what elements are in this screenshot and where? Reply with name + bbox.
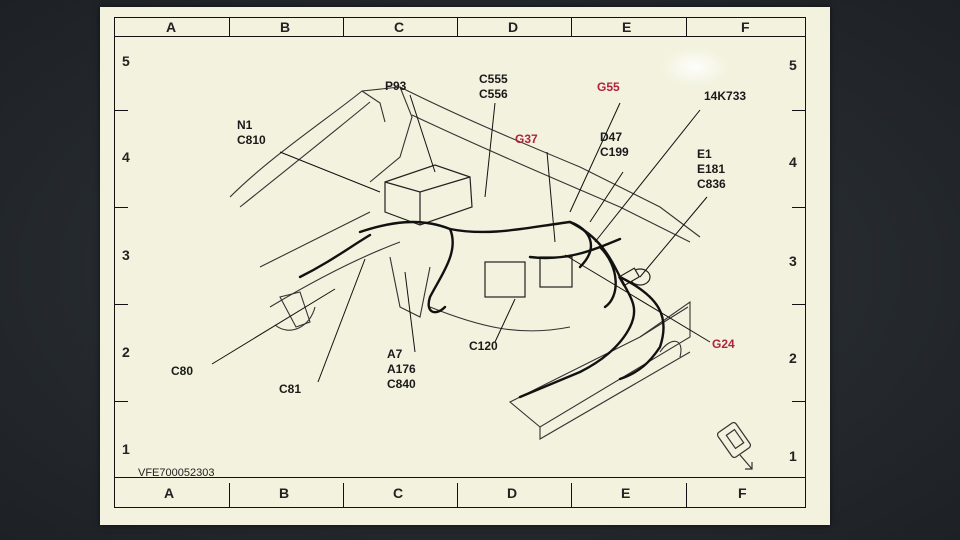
column-label-bottom: D xyxy=(507,485,518,501)
row-tick xyxy=(114,110,128,111)
callout-n1-c810: N1 C810 xyxy=(237,118,266,147)
column-label-bottom: B xyxy=(279,485,290,501)
callout-c81: C81 xyxy=(279,382,302,396)
component-shapes xyxy=(384,164,651,298)
column-label-top: F xyxy=(741,19,750,35)
column-label-top: C xyxy=(394,19,405,35)
frame-top-inner xyxy=(114,36,806,37)
row-tick xyxy=(792,304,806,305)
column-label-bottom: E xyxy=(621,485,631,501)
row-label-right: 1 xyxy=(789,448,797,464)
row-tick xyxy=(792,110,806,111)
document-id: VFE700052303 xyxy=(138,467,215,479)
column-label-top: B xyxy=(280,19,291,35)
row-label-right: 3 xyxy=(789,253,797,269)
frame-bottom-inner xyxy=(114,477,806,478)
row-label-left: 1 xyxy=(122,441,130,457)
frame-bottom xyxy=(114,507,806,508)
col-tick xyxy=(229,483,230,507)
column-label-top: A xyxy=(166,19,177,35)
row-tick xyxy=(114,401,128,402)
row-tick xyxy=(792,207,806,208)
row-tick xyxy=(792,401,806,402)
callout-e1-e181-c836: E1 E181 C836 xyxy=(697,147,726,191)
col-tick xyxy=(229,17,230,36)
fuse-box xyxy=(384,164,473,226)
row-label-right: 4 xyxy=(789,154,797,170)
col-tick xyxy=(686,17,687,36)
col-tick xyxy=(343,17,344,36)
column-label-bottom: C xyxy=(393,485,404,501)
col-tick xyxy=(571,483,572,507)
relay-block xyxy=(539,256,573,288)
callout-c555-c556: C555 C556 xyxy=(479,72,508,101)
col-tick xyxy=(343,483,344,507)
frame-left-inner xyxy=(114,17,115,508)
row-label-right: 2 xyxy=(789,350,797,366)
callout-14k733: 14K733 xyxy=(704,89,747,103)
row-tick xyxy=(114,304,128,305)
frame-right-inner xyxy=(805,17,806,508)
column-label-top: E xyxy=(622,19,632,35)
callout-p93: P93 xyxy=(385,79,407,93)
callout-c120: C120 xyxy=(469,339,498,353)
row-label-left: 4 xyxy=(122,149,130,165)
col-tick xyxy=(686,483,687,507)
callout-a7-a176-c840: A7 A176 C840 xyxy=(387,347,416,391)
col-tick xyxy=(457,17,458,36)
diagram-sheet: A B C D E F A B C D E F 5 4 3 2 1 5 4 3 … xyxy=(100,7,830,525)
row-label-left: 3 xyxy=(122,247,130,263)
row-label-left: 5 xyxy=(122,53,130,69)
callout-g37: G37 xyxy=(515,132,538,146)
row-label-right: 5 xyxy=(789,57,797,73)
leader-lines xyxy=(211,94,711,383)
vehicle-body-outline xyxy=(229,86,701,440)
connector-icon xyxy=(716,421,753,470)
battery-area xyxy=(484,261,526,298)
column-label-bottom: F xyxy=(738,485,747,501)
col-tick xyxy=(457,483,458,507)
engine-compartment-drawing xyxy=(211,86,753,470)
callout-c80: C80 xyxy=(171,364,194,378)
row-tick xyxy=(114,207,128,208)
col-tick xyxy=(571,17,572,36)
callout-g55: G55 xyxy=(597,80,620,94)
column-label-bottom: A xyxy=(164,485,175,501)
frame-top xyxy=(114,17,806,18)
column-label-top: D xyxy=(508,19,519,35)
row-label-left: 2 xyxy=(122,344,130,360)
callout-d47-c199: D47 C199 xyxy=(600,130,629,159)
wiring-harness xyxy=(298,220,665,399)
callout-g24: G24 xyxy=(712,337,735,351)
